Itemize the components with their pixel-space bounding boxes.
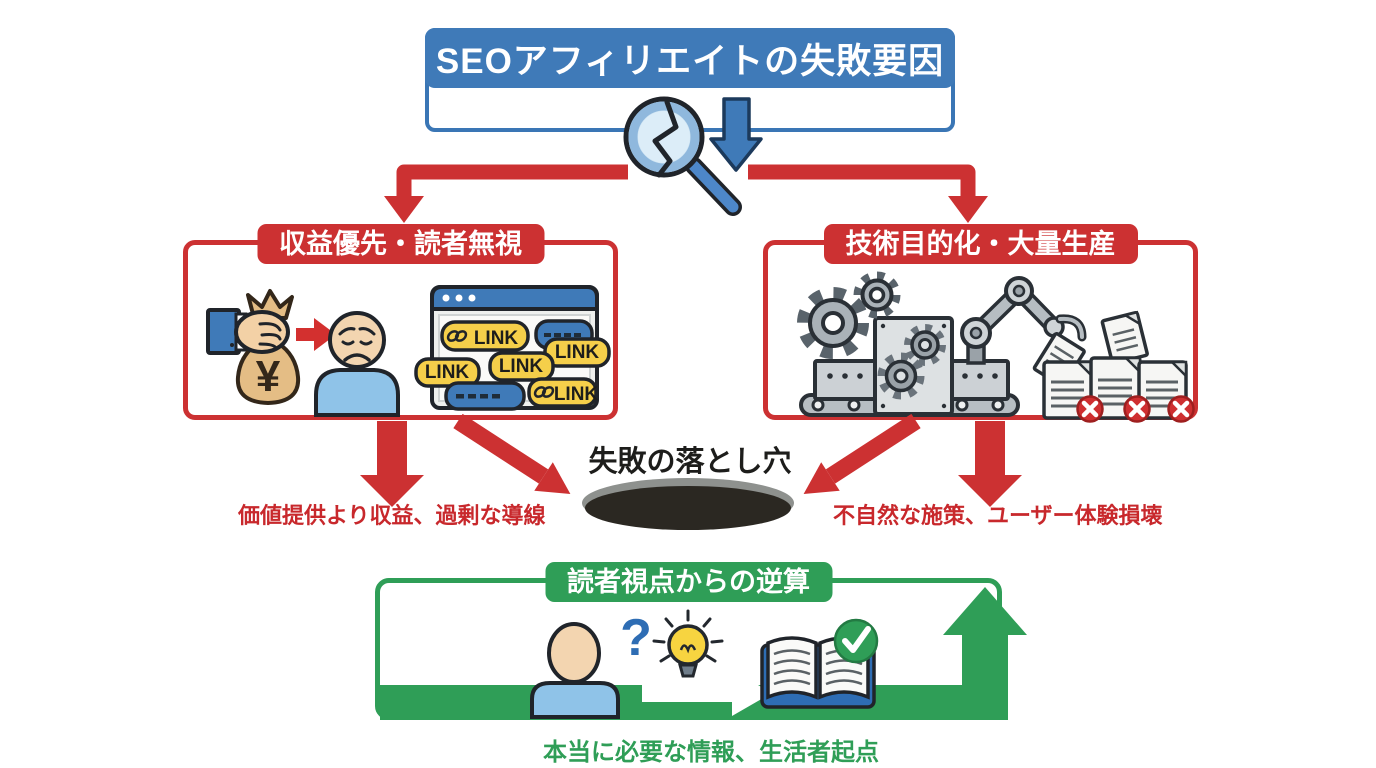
right-failure-box: 技術目的化・大量生産: [763, 224, 1198, 423]
right-box-illustration: [797, 271, 1195, 423]
money-hand-icon: ¥: [206, 289, 301, 406]
rejected-badge: [1076, 395, 1104, 423]
left-box-illustration: ¥: [206, 285, 611, 417]
link-pill: LINK: [527, 377, 599, 408]
solution-box: 読者視点からの逆算 ?: [375, 562, 1027, 720]
chain-icon: [446, 330, 468, 342]
svg-text:LINK: LINK: [474, 328, 519, 349]
forward-arrow-icon: [642, 670, 772, 716]
svg-text:LINK: LINK: [555, 342, 600, 363]
open-book-check-icon: [760, 618, 879, 709]
solution-illustration: ?: [380, 587, 1027, 720]
fall-arrow-left-straight: [360, 421, 424, 507]
dash-pill: [444, 381, 526, 411]
link-pill: LINK: [488, 351, 555, 382]
fall-arrow-left-diagonal: [453, 413, 571, 494]
solution-box-title: 読者視点からの逆算: [545, 562, 832, 603]
left-box-title: 収益優先・読者無視: [257, 224, 544, 265]
pit-hole: [582, 478, 794, 530]
rejected-documents-icon: [1032, 310, 1195, 423]
right-box-caption: 不自然な施策、ユーザー体験損壊: [833, 503, 1163, 528]
left-failure-box: 収益優先・読者無視 ¥: [183, 224, 618, 420]
sad-reader-icon: [314, 311, 400, 417]
questioning-person-icon: ?: [530, 609, 652, 719]
page-title: SEOアフィリエイトの失敗要因: [425, 28, 955, 88]
link-pill: LINK: [414, 357, 481, 388]
link-spam-browser-icon: LINK LINK LINK: [414, 285, 611, 411]
rejected-badge: [1167, 395, 1195, 423]
fall-arrow-right-straight: [958, 421, 1022, 507]
branch-arrow-right: [748, 164, 988, 223]
pit-label: 失敗の落とし穴: [588, 446, 792, 478]
idea-bulb-icon: [652, 609, 724, 678]
link-pill: LINK: [440, 320, 530, 352]
yen-symbol: ¥: [256, 352, 281, 401]
branch-arrow-left: [384, 164, 628, 223]
check-icon: [833, 618, 879, 664]
question-mark: ?: [620, 609, 652, 667]
link-pill: LINK: [543, 337, 611, 368]
gears-icon: [797, 271, 901, 359]
svg-text:LINK: LINK: [554, 384, 599, 405]
fall-arrow-right-diagonal: [803, 413, 921, 494]
title-box: SEOアフィリエイトの失敗要因: [425, 28, 955, 132]
right-box-title: 技術目的化・大量生産: [823, 224, 1138, 265]
rejected-badge: [1123, 395, 1151, 423]
svg-text:LINK: LINK: [499, 356, 544, 377]
chain-icon: [533, 386, 555, 398]
money-to-reader-arrow: [296, 318, 336, 351]
solution-caption: 本当に必要な情報、生活者起点: [543, 739, 879, 766]
factory-machine-icon: [799, 316, 1020, 417]
svg-text:LINK: LINK: [425, 362, 470, 383]
left-box-caption: 価値提供より収益、過剰な導線: [238, 503, 546, 528]
